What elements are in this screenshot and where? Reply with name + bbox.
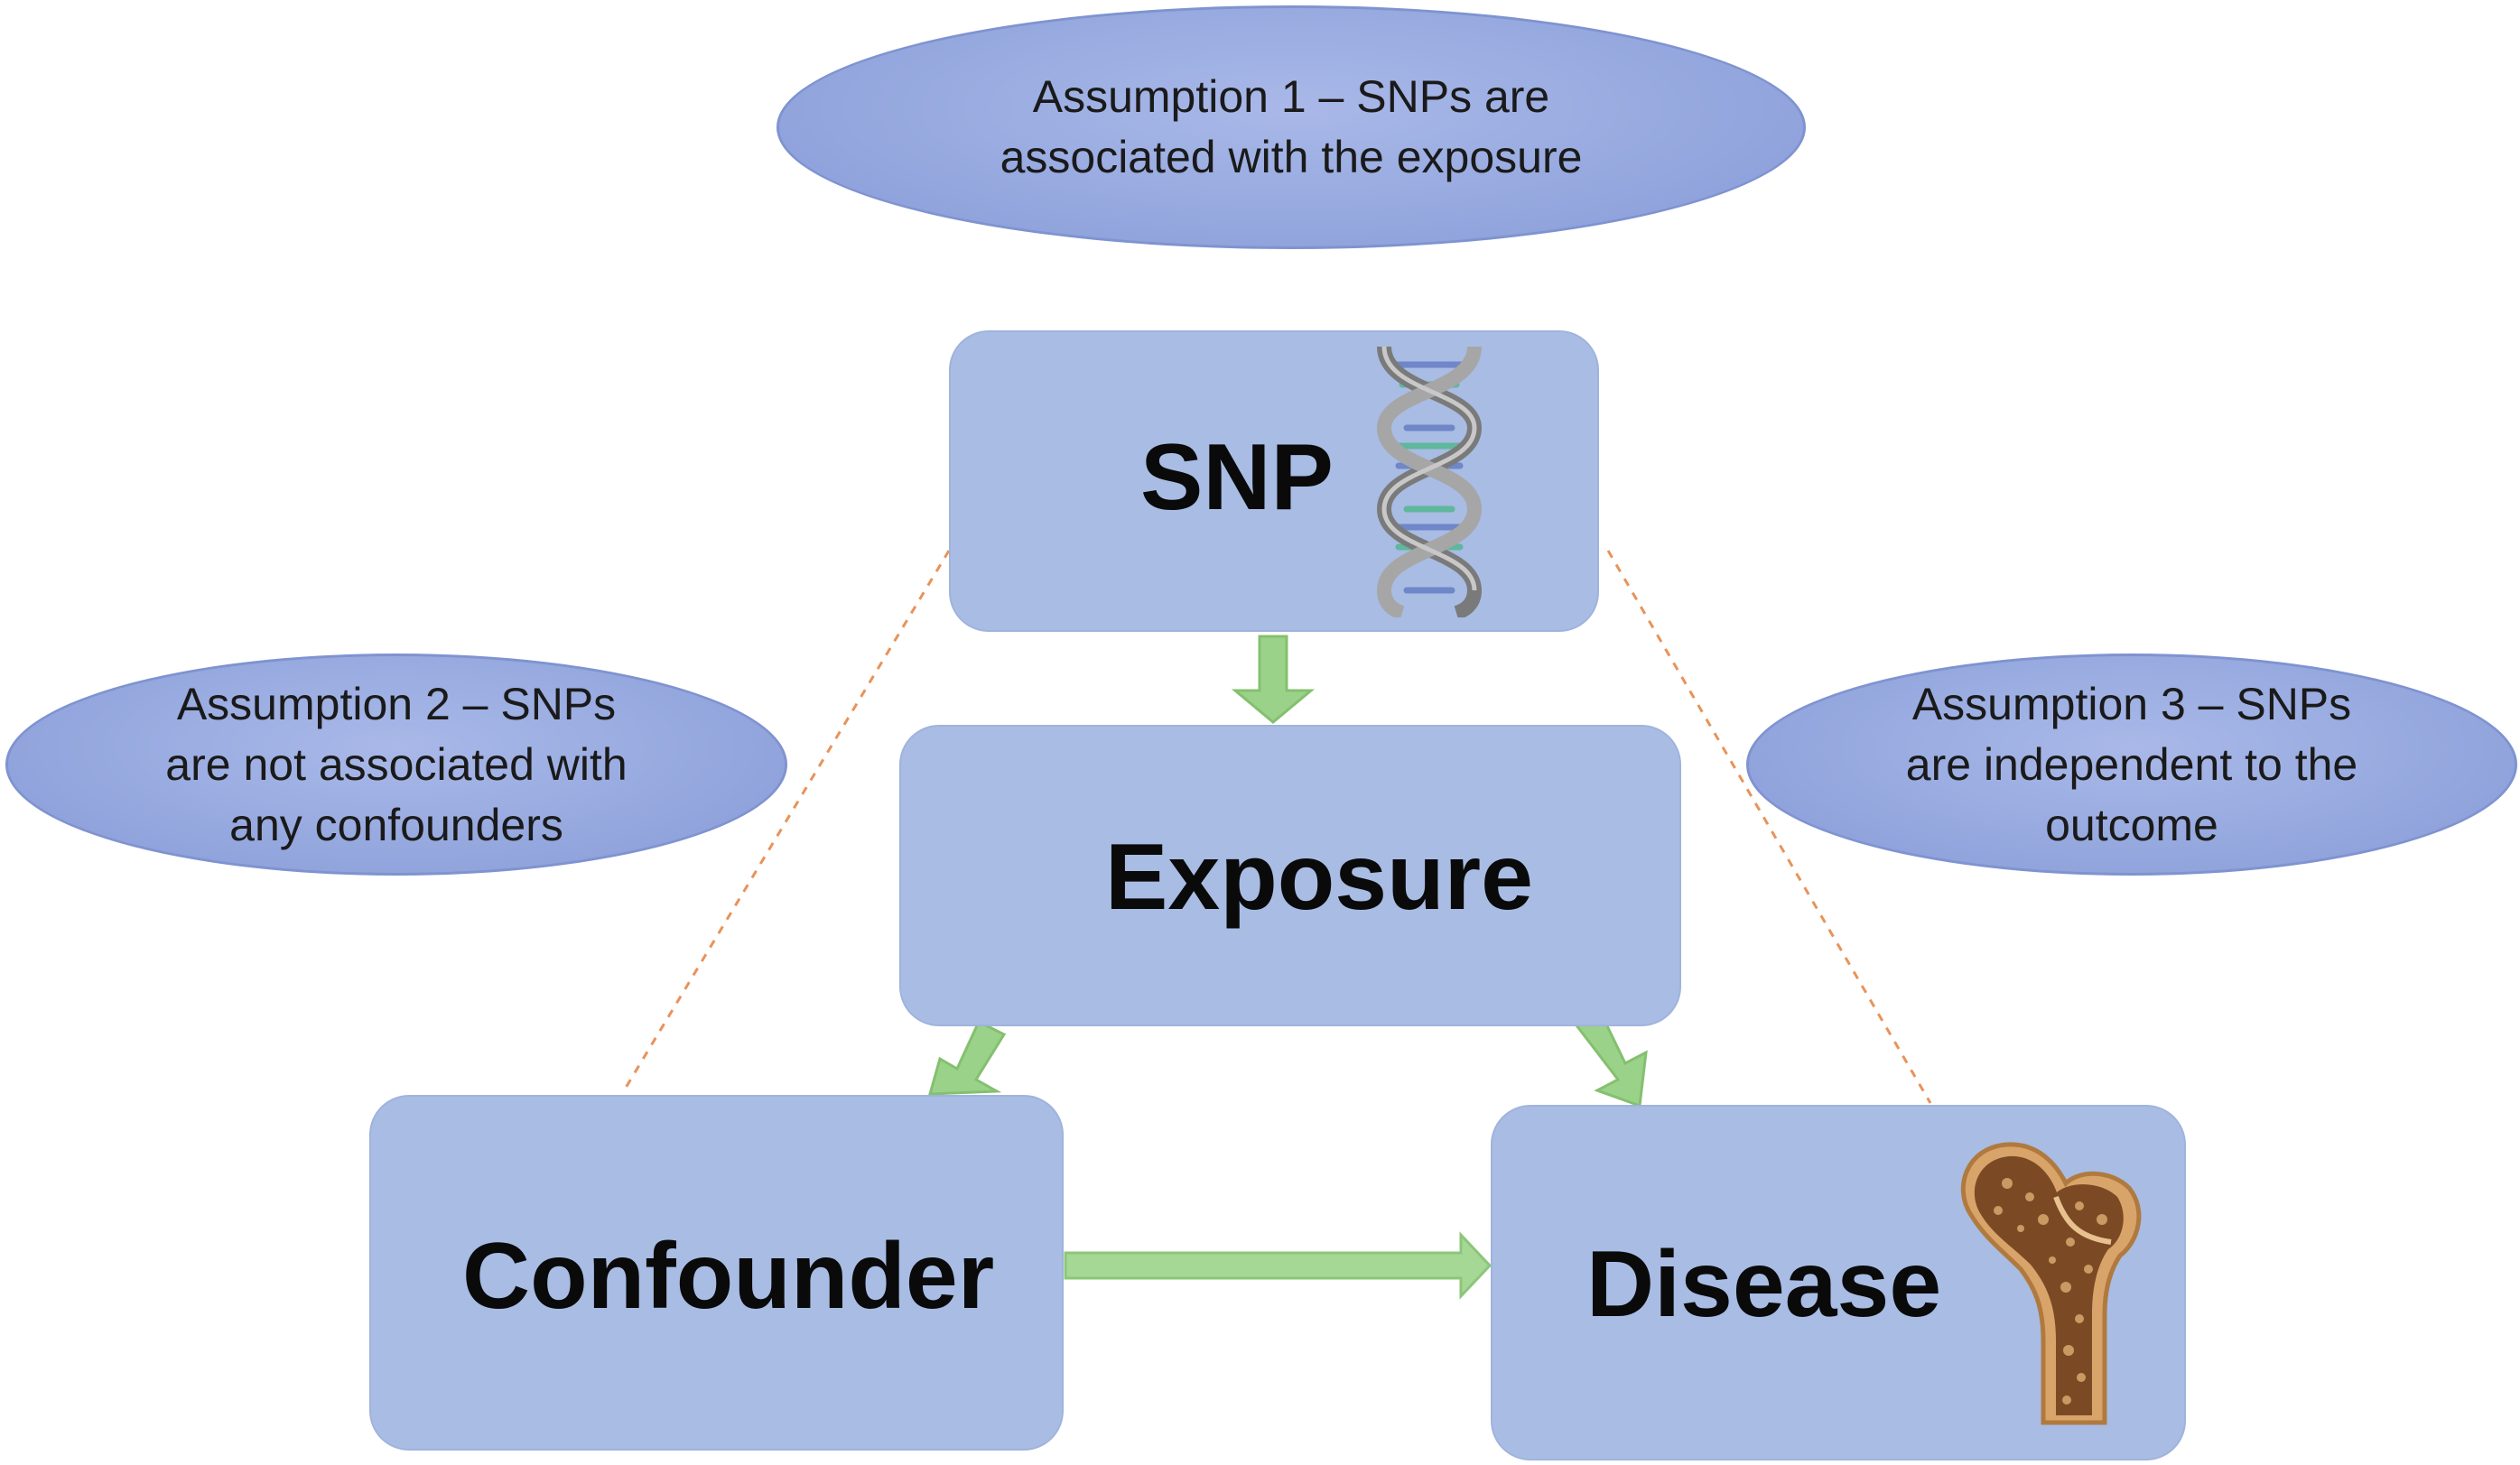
assumption-1-text: Assumption 1 – SNPs are associated with … [1000, 71, 1583, 182]
assumption-3-ellipse: Assumption 3 – SNPs are independent to t… [1746, 654, 2517, 876]
arrow-confounder-to-disease [1064, 1231, 1492, 1300]
arrow-snp-to-exposure [1231, 635, 1316, 724]
confounder-node: Confounder [369, 1095, 1064, 1451]
femur-bone-icon [1960, 1142, 2142, 1425]
dna-helix-icon [1376, 345, 1483, 617]
snp-label: SNP [1140, 425, 1334, 530]
arrow-exposure-to-confounder [927, 1019, 1007, 1096]
assumption-2-text: Assumption 2 – SNPs are not associated w… [165, 678, 628, 850]
assumption-2-ellipse: Assumption 2 – SNPs are not associated w… [5, 654, 787, 876]
exposure-node: Exposure [899, 725, 1681, 1026]
disease-node: Disease [1491, 1105, 2186, 1460]
confounder-label: Confounder [462, 1224, 995, 1329]
assumption-1-ellipse: Assumption 1 – SNPs are associated with … [776, 5, 1806, 249]
exposure-label: Exposure [1105, 825, 1533, 930]
assumption-3-text: Assumption 3 – SNPs are independent to t… [1905, 678, 2358, 850]
disease-label: Disease [1586, 1232, 1942, 1337]
snp-node: SNP [949, 330, 1599, 632]
